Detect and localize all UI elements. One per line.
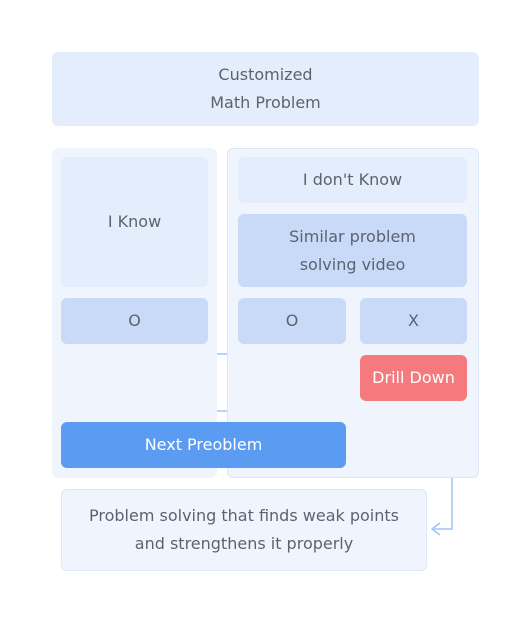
dont-know-answer-o[interactable]: O bbox=[238, 298, 346, 344]
title-text: Customized Math Problem bbox=[210, 65, 321, 112]
i-dont-know-label: I don't Know bbox=[302, 170, 403, 189]
next-problem-label: Next Preoblem bbox=[144, 435, 263, 454]
dont-know-answer-x-label: X bbox=[408, 311, 419, 330]
i-dont-know-box[interactable]: I don't Know bbox=[238, 157, 467, 203]
arrow-head-icon bbox=[430, 522, 441, 536]
dont-know-answer-x[interactable]: X bbox=[360, 298, 467, 344]
title-box: Customized Math Problem bbox=[52, 52, 479, 126]
similar-video-label: Similar problem solving video bbox=[289, 226, 416, 274]
drill-down-button[interactable]: Drill Down bbox=[360, 355, 467, 401]
next-problem-button[interactable]: Next Preoblem bbox=[61, 422, 346, 468]
similar-video-box[interactable]: Similar problem solving video bbox=[238, 214, 467, 287]
i-know-label: I Know bbox=[107, 212, 162, 231]
connector-to-outcome bbox=[434, 478, 453, 530]
drill-down-label: Drill Down bbox=[372, 368, 455, 387]
know-answer-o-label: O bbox=[128, 311, 141, 330]
i-know-box[interactable]: I Know bbox=[61, 157, 208, 287]
know-answer-o[interactable]: O bbox=[61, 298, 208, 344]
dont-know-answer-o-label: O bbox=[285, 311, 299, 330]
outcome-text: Problem solving that finds weak points a… bbox=[89, 506, 399, 553]
outcome-box: Problem solving that finds weak points a… bbox=[61, 489, 427, 571]
